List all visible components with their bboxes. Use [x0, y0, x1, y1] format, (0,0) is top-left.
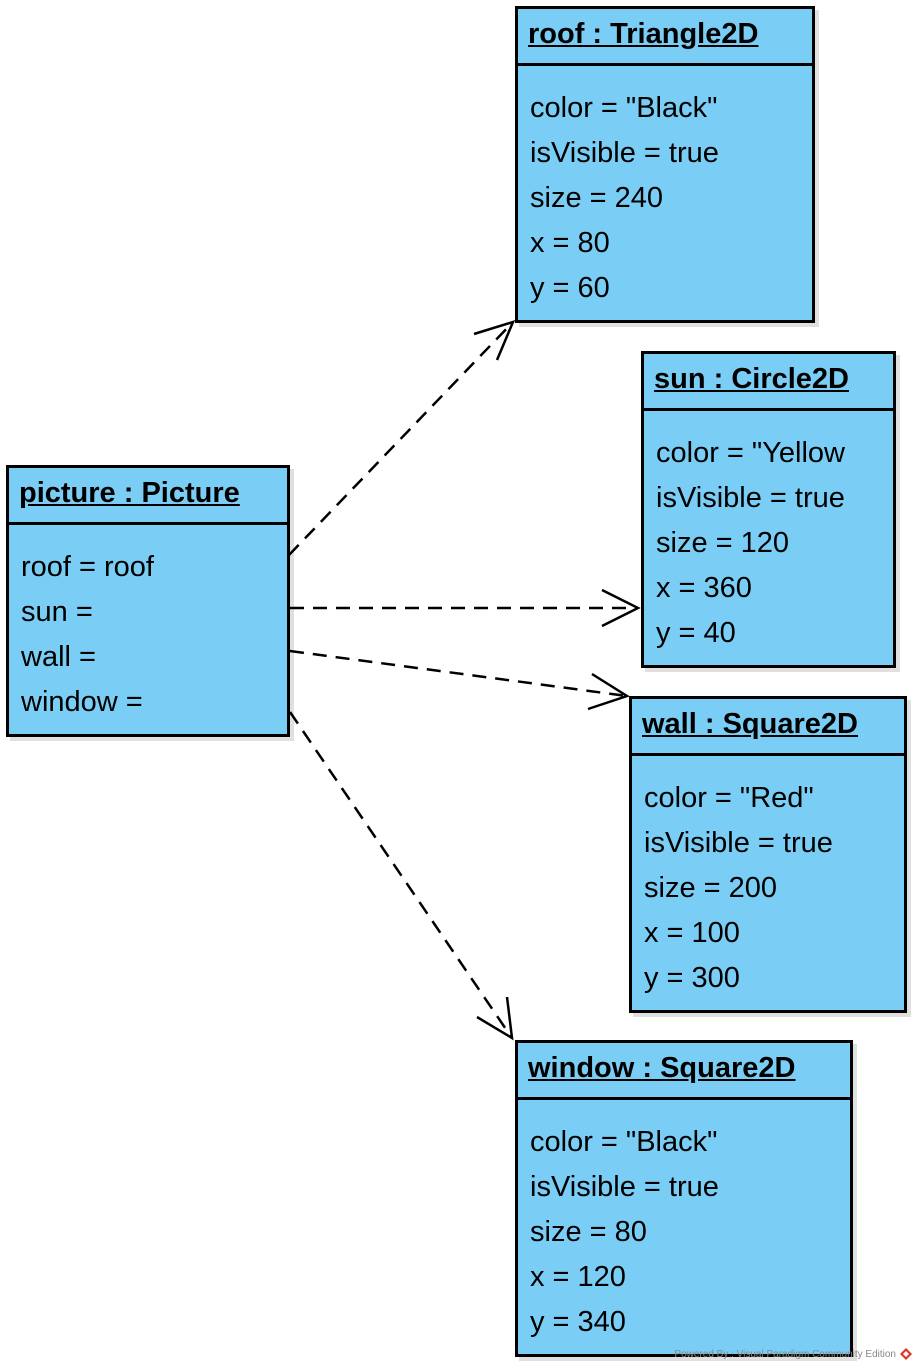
attribute-size: size = 240 [530, 182, 664, 214]
powered-by-footer: Powered By : Visual Paradigm Community E… [674, 1348, 912, 1360]
attribute-y: y = 40 [656, 617, 736, 649]
link-picture-sun [290, 588, 641, 628]
attribute-x: x = 360 [656, 572, 752, 604]
attribute-size: size = 200 [644, 872, 778, 904]
object-window-title: window : Square2D [518, 1043, 850, 1100]
visual-paradigm-logo-icon [900, 1348, 912, 1360]
attribute-isvisible: isVisible = true [530, 137, 719, 169]
attribute-wall: wall = [21, 641, 96, 673]
object-wall-title: wall : Square2D [632, 699, 904, 756]
attribute-color: color = "Black" [530, 92, 718, 124]
object-wall-attributes: color = "Red" isVisible = true size = 20… [632, 756, 904, 1001]
attribute-color: color = "Red" [644, 782, 814, 814]
link-picture-wall [289, 649, 630, 711]
attribute-window: window = [21, 686, 143, 718]
object-picture-title: picture : Picture [9, 468, 287, 525]
attribute-size: size = 80 [530, 1216, 647, 1248]
link-picture-window [288, 711, 514, 1041]
attribute-size: size = 120 [656, 527, 790, 559]
object-sun[interactable]: sun : Circle2D color = "Yellow isVisible… [641, 351, 896, 668]
attribute-y: y = 300 [644, 962, 740, 994]
attribute-y: y = 60 [530, 272, 610, 304]
object-roof-attributes: color = "Black" isVisible = true size = … [518, 66, 812, 311]
object-roof-title: roof : Triangle2D [518, 9, 812, 66]
object-sun-title: sun : Circle2D [644, 354, 893, 411]
attribute-x: x = 120 [530, 1261, 626, 1293]
attribute-sun: sun = [21, 596, 93, 628]
attribute-x: x = 100 [644, 917, 740, 949]
attribute-isvisible: isVisible = true [656, 482, 845, 514]
object-picture[interactable]: picture : Picture roof = roof sun = wall… [6, 465, 290, 737]
object-wall[interactable]: wall : Square2D color = "Red" isVisible … [629, 696, 907, 1013]
attribute-y: y = 340 [530, 1306, 626, 1338]
attribute-color: color = "Black" [530, 1126, 718, 1158]
object-roof[interactable]: roof : Triangle2D color = "Black" isVisi… [515, 6, 815, 323]
attribute-isvisible: isVisible = true [644, 827, 833, 859]
attribute-x: x = 80 [530, 227, 610, 259]
object-window-attributes: color = "Black" isVisible = true size = … [518, 1100, 850, 1345]
object-window[interactable]: window : Square2D color = "Black" isVisi… [515, 1040, 853, 1357]
attribute-isvisible: isVisible = true [530, 1171, 719, 1203]
link-picture-roof [288, 320, 516, 556]
object-picture-attributes: roof = roof sun = wall = window = [9, 525, 287, 725]
attribute-roof: roof = roof [21, 551, 154, 583]
powered-by-text: Powered By : Visual Paradigm Community E… [674, 1348, 896, 1360]
object-sun-attributes: color = "Yellow isVisible = true size = … [644, 411, 893, 656]
attribute-color: color = "Yellow [656, 437, 845, 469]
